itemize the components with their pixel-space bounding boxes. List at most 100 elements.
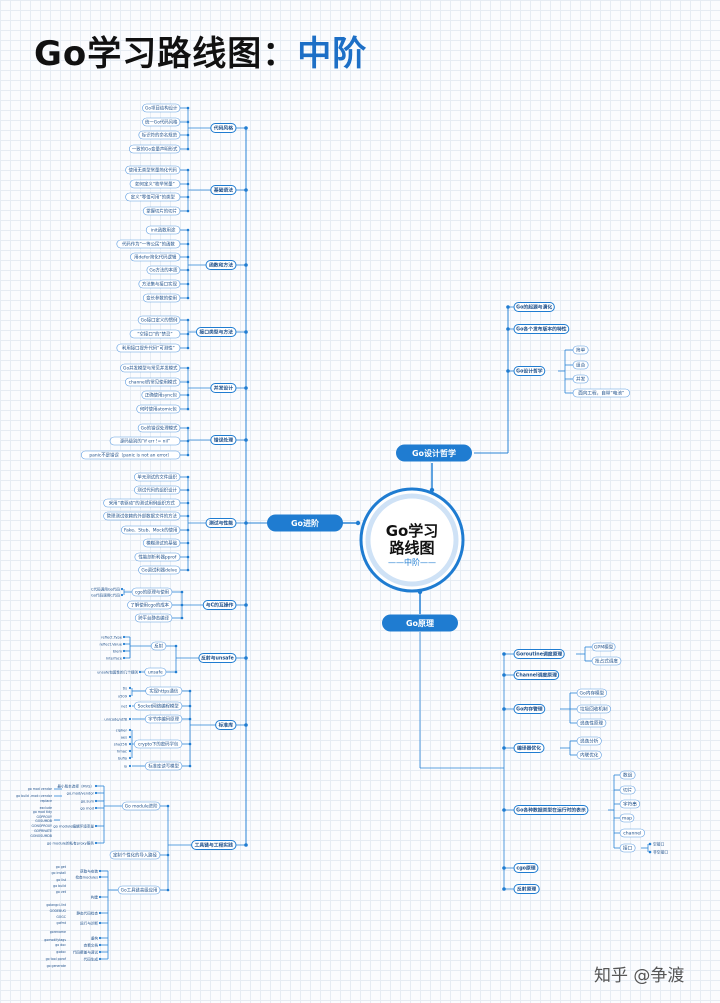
leaf-node-bg bbox=[133, 701, 183, 711]
philosophy-item: Go的起源与演化 bbox=[513, 302, 555, 312]
connector-dot bbox=[186, 501, 190, 505]
node-label: 简单 bbox=[576, 347, 586, 354]
node-label: 函数和方法 bbox=[209, 262, 233, 269]
node-label: 代码作为“一等公民”的函数 bbox=[122, 241, 175, 248]
connector-dot bbox=[244, 438, 248, 442]
node-label: 反射原理 bbox=[517, 886, 536, 893]
connector-dot bbox=[186, 242, 190, 246]
reflect-detail: reflect.Type bbox=[101, 635, 123, 639]
toolchain-sub-detail: GODEBUG bbox=[50, 909, 67, 913]
connector-dot bbox=[244, 126, 248, 130]
advanced-category: 代码风格 bbox=[210, 123, 237, 133]
node-label: 反射与unsafe bbox=[201, 655, 234, 662]
reflect-detail: Elem bbox=[113, 649, 122, 653]
advanced-leaf: Fake、Stub、Mock的使用 bbox=[121, 525, 181, 535]
advanced-leaf: 采用“表驱动”的测试用例组织方式 bbox=[103, 498, 181, 508]
connector-dot bbox=[244, 188, 248, 192]
connector-dot bbox=[98, 869, 102, 873]
toolchain-detail: 获取与安装 bbox=[80, 868, 98, 873]
leaf-node-bg bbox=[572, 360, 589, 370]
node-label: 工具链与工程实践 bbox=[195, 842, 234, 849]
connector-dot bbox=[506, 369, 510, 373]
leaf-node-bg bbox=[129, 179, 181, 189]
leaf-node-bg bbox=[134, 472, 181, 482]
toolchain-sub-detail: go tool pprof bbox=[46, 957, 67, 961]
leaf-node-bg bbox=[130, 252, 181, 262]
toolchain-sub-detail: go list bbox=[56, 878, 66, 882]
stdlib-detail: x509 bbox=[118, 694, 128, 698]
stdlib-detail: bufio bbox=[118, 756, 127, 760]
leaf-node-bg bbox=[103, 511, 181, 521]
connector-dot bbox=[188, 764, 192, 768]
node-label: channel bbox=[623, 831, 641, 837]
node-label: 垃圾回收机制 bbox=[580, 706, 608, 713]
node-label: Go的起源与演化 bbox=[516, 304, 552, 311]
leaf-node-bg bbox=[576, 704, 611, 714]
leaf-node-bg bbox=[80, 450, 181, 460]
connector-dot bbox=[502, 746, 506, 750]
iface-label: 空接口 bbox=[653, 841, 665, 846]
connector-dot bbox=[186, 318, 190, 322]
advanced-leaf: 字节序编码原理 bbox=[144, 714, 183, 724]
toolchain-detail: 代码生成 bbox=[84, 956, 99, 961]
stdlib-detail: aes bbox=[121, 735, 127, 739]
center-node: Go学习路线图——中阶—— bbox=[359, 487, 465, 593]
connector-dot bbox=[186, 380, 190, 384]
philosophy-sub-item: 组合 bbox=[572, 360, 589, 370]
advanced-category: 基础语法 bbox=[210, 185, 237, 195]
leaf-node-bg bbox=[619, 843, 636, 853]
connector-dot bbox=[98, 943, 102, 947]
advanced-leaf: 代码作为“一等公民”的函数 bbox=[116, 239, 181, 249]
leaf-node-bg bbox=[591, 656, 622, 666]
connector-dot bbox=[128, 749, 132, 753]
gomodule-sub-detail: go mod vendor bbox=[28, 787, 53, 791]
main-node-advanced: Go进阶 bbox=[267, 514, 343, 532]
connector-dot bbox=[506, 305, 510, 309]
leaf-node-bg bbox=[144, 761, 183, 771]
principle-item: 反射原理 bbox=[513, 884, 540, 894]
connector-dot bbox=[186, 366, 190, 370]
leaf-node-bg bbox=[576, 688, 608, 698]
leaf-node-bg bbox=[117, 885, 161, 895]
node-label: 利用接口提升代码“可测性” bbox=[122, 345, 175, 352]
connector-dot bbox=[244, 843, 248, 847]
node-label: 统一Go代码风格 bbox=[145, 119, 178, 126]
node-label: 逃逸分析 bbox=[580, 738, 599, 745]
node-label: 性能剖析利器pprof bbox=[138, 554, 176, 561]
category-node-bg bbox=[513, 366, 546, 376]
node-label: Go设计哲学 bbox=[412, 448, 456, 458]
stdlib-detail: hmac bbox=[117, 749, 127, 753]
gomodule-detail: 最小版本选择（MVS） bbox=[57, 783, 94, 788]
philosophy-item: Go设计哲学 bbox=[513, 366, 546, 376]
category-node-bg bbox=[210, 185, 237, 195]
main-node-philosophy: Go设计哲学 bbox=[396, 444, 472, 462]
connector-dot bbox=[94, 806, 98, 810]
gomodule-sub-detail: GONOSUMDB bbox=[30, 834, 52, 838]
node-label: 掌握切片的切片 bbox=[146, 208, 177, 215]
connector-dot bbox=[174, 670, 178, 674]
node-label: 跨平台静态编译 bbox=[138, 615, 169, 622]
advanced-leaf: 实现https通信 bbox=[145, 686, 183, 696]
toolchain-sub-detail: gomodifytags bbox=[44, 938, 66, 942]
node-label: 数组 bbox=[623, 772, 633, 779]
category-node-bg bbox=[513, 743, 545, 753]
toolchain-sub-detail: go install bbox=[51, 871, 66, 875]
category-node-bg bbox=[210, 123, 237, 133]
gomodule-sub-detail: GOSUMDB bbox=[35, 819, 52, 823]
main-node-bg bbox=[382, 614, 458, 632]
cgo-detail: Go代码调用C代码 bbox=[91, 592, 120, 597]
connector-dot bbox=[98, 921, 102, 925]
connector-dot bbox=[186, 332, 190, 336]
node-label: init函数用途 bbox=[151, 227, 176, 234]
category-node-bg bbox=[513, 324, 570, 334]
watermark-text: 知乎 @争渡 bbox=[594, 966, 685, 986]
connector-dot bbox=[188, 689, 192, 693]
leaf-node-bg bbox=[572, 374, 589, 384]
principle-sub-item: GPM模型 bbox=[591, 642, 616, 652]
connector-dot bbox=[186, 453, 190, 457]
connector-dot bbox=[128, 686, 132, 690]
advanced-category: 接口类型与方法 bbox=[195, 327, 237, 337]
connector-dot bbox=[120, 593, 124, 597]
leaf-node-bg bbox=[619, 770, 636, 780]
connector-dot bbox=[138, 670, 142, 674]
